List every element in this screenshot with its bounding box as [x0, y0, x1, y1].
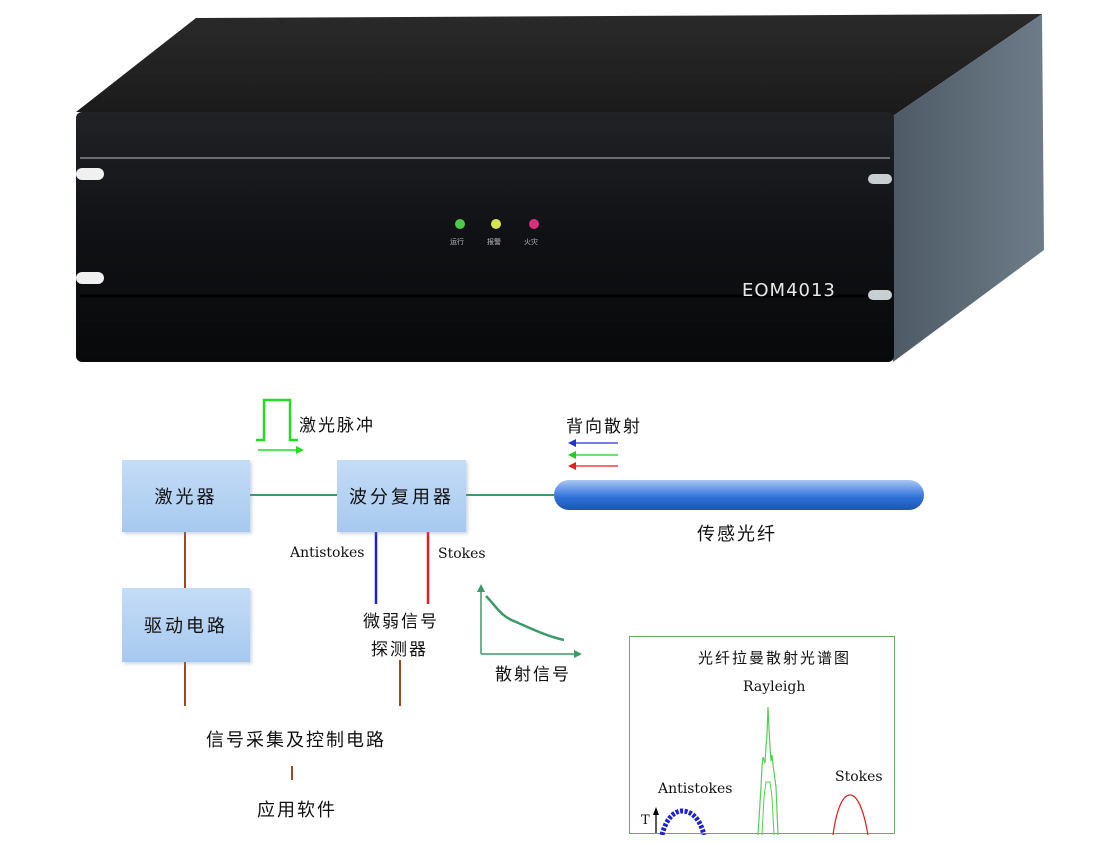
wdm-box: 波分复用器 — [337, 460, 466, 532]
rayleigh-curve — [757, 706, 779, 835]
backscatter-label: 背向散射 — [566, 417, 642, 437]
wdm-box-label: 波分复用器 — [349, 487, 454, 508]
detector-label-line2: 探测器 — [371, 640, 428, 660]
led-run-label: 运行 — [450, 238, 464, 246]
scatter-decay-curve — [485, 595, 565, 642]
device-front-panel — [76, 112, 894, 362]
stokes-curve — [832, 794, 869, 835]
antistokes-curve — [659, 808, 707, 835]
device-illustration — [76, 14, 1044, 362]
scatter-y-arrow-icon — [477, 584, 485, 592]
detector-label-line1: 微弱信号 — [363, 612, 439, 632]
driver-box: 驱动电路 — [122, 588, 250, 662]
device-side-face — [890, 14, 1044, 362]
led-alarm-label: 报警 — [487, 238, 501, 246]
spectrum-title: 光纤拉曼散射光谱图 — [698, 649, 852, 667]
backscatter-arrow-green-icon — [568, 451, 576, 459]
led-fire-label: 火灾 — [524, 238, 538, 246]
spectrum-antistokes-label: Antistokes — [658, 781, 733, 797]
spectrum-stokes-label: Stokes — [835, 769, 883, 785]
rayleigh-label: Rayleigh — [743, 679, 806, 695]
laser-box-label: 激光器 — [154, 487, 218, 508]
stokes-label: Stokes — [438, 546, 486, 562]
scatter-signal-label: 散射信号 — [495, 665, 571, 685]
t-arrow-icon — [653, 807, 659, 815]
device-top-face — [76, 14, 1042, 118]
spectrum-curves — [653, 706, 869, 835]
led-run-icon — [455, 219, 465, 229]
antistokes-label: Antistokes — [290, 545, 365, 561]
acquisition-label: 信号采集及控制电路 — [206, 730, 386, 751]
laser-box: 激光器 — [122, 460, 250, 532]
sensing-fiber-tube — [554, 480, 924, 510]
sensing-fiber-label: 传感光纤 — [697, 524, 777, 545]
device-model: EOM4013 — [742, 280, 836, 301]
software-label: 应用软件 — [257, 800, 337, 821]
diagram-lines — [184, 398, 618, 780]
led-fire-icon — [529, 219, 539, 229]
led-alarm-icon — [491, 219, 501, 229]
t-axis-label: T — [641, 813, 650, 828]
spectrum-panel: 光纤拉曼散射光谱图 Rayleigh Antistokes Stokes T — [629, 636, 895, 835]
backscatter-arrow-blue-icon — [568, 439, 576, 447]
driver-box-label: 驱动电路 — [144, 616, 228, 637]
laser-pulse-label: 激光脉冲 — [299, 416, 375, 436]
laser-pulse-icon — [256, 398, 298, 442]
backscatter-arrow-red-icon — [568, 462, 576, 470]
scatter-x-arrow-icon — [574, 650, 582, 658]
